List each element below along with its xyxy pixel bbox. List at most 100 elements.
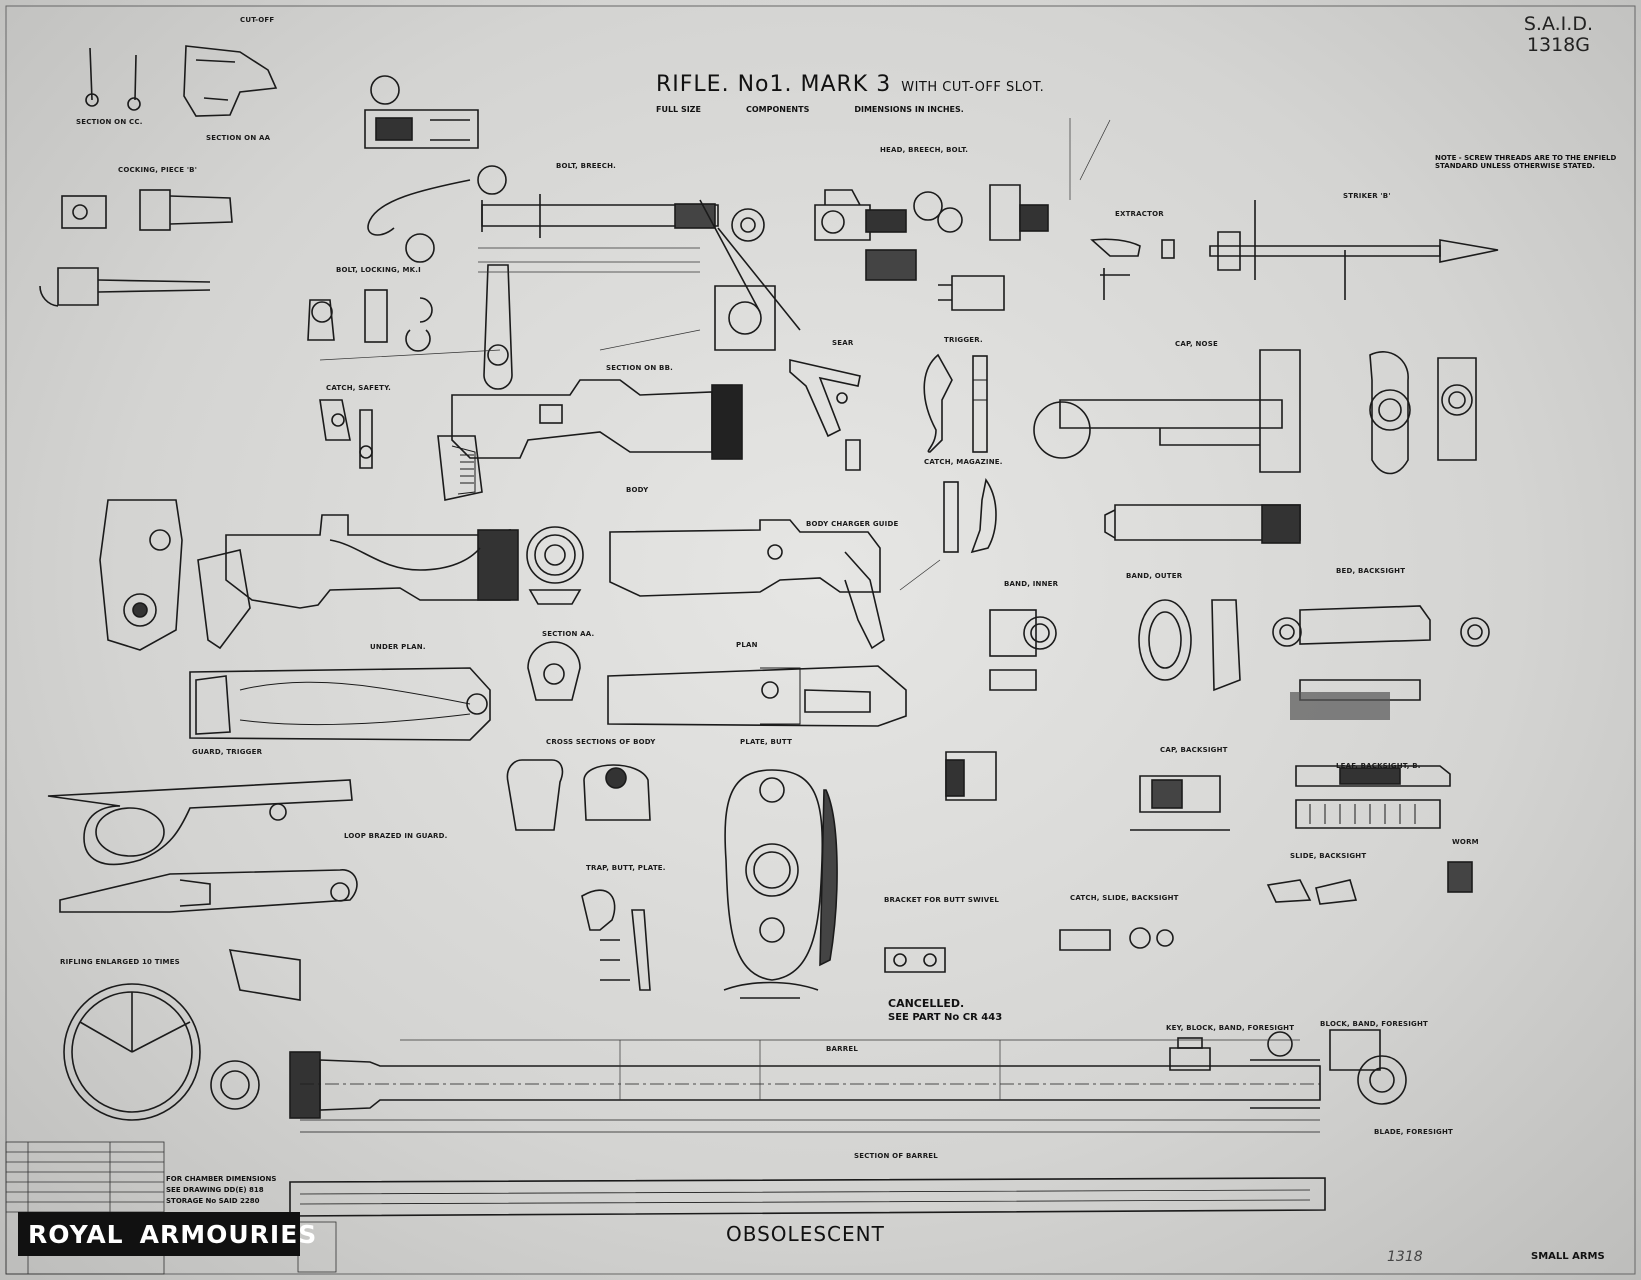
- threads-note: NOTE - SCREW THREADS ARE TO THE ENFIELD …: [1435, 154, 1617, 170]
- label-under-plan: UNDER PLAN.: [370, 643, 426, 651]
- head-breech-bolt: [814, 184, 1049, 311]
- label-plate-butt: PLATE, BUTT: [740, 738, 793, 746]
- key-block-band: [1169, 1029, 1407, 1105]
- logo-left-word: ROYAL: [28, 1219, 124, 1249]
- storage-line1: FOR CHAMBER DIMENSIONS: [166, 1175, 277, 1183]
- label-catch-slide: CATCH, SLIDE, BACKSIGHT: [1070, 894, 1179, 902]
- drawing-number-line1: S.A.I.D.: [1523, 13, 1593, 35]
- cut-off-part: [85, 45, 278, 117]
- band-inner: [989, 609, 1057, 691]
- nose-cap-front-views: [1369, 351, 1477, 475]
- label-cocking-piece: COCKING, PIECE 'B': [118, 166, 198, 174]
- label-leaf-backsight: LEAF, BACKSIGHT, B.: [1336, 762, 1421, 770]
- cap-backsight: [945, 751, 1230, 831]
- label-striker: STRIKER 'B': [1343, 192, 1391, 200]
- cancelled-line2: SEE PART No CR 443: [888, 1012, 1003, 1023]
- status-stamp: OBSOLESCENT: [726, 1222, 885, 1246]
- label-body: BODY: [626, 486, 649, 494]
- label-section-bb: SECTION ON BB.: [606, 364, 673, 372]
- barrel-profile: [210, 1051, 1321, 1133]
- bolt-breech: [481, 194, 801, 390]
- subheadings: FULL SIZE COMPONENTS DIMENSIONS IN INCHES.: [656, 105, 1009, 114]
- label-bed-backsight: BED, BACKSIGHT: [1336, 567, 1406, 575]
- label-blade-foresight: BLADE, FORESIGHT: [1374, 1128, 1454, 1136]
- drawing-title: RIFLE. No1. MARK 3 WITH CUT-OFF SLOT.: [656, 72, 1044, 97]
- drawing-number-line2: 1318G: [1526, 34, 1590, 56]
- body-plan-view: [607, 665, 907, 727]
- label-plan: PLAN: [736, 641, 758, 649]
- title-suffix: WITH CUT-OFF SLOT.: [901, 80, 1045, 95]
- label-head-breech-bolt: HEAD, BREECH, BOLT.: [880, 146, 969, 154]
- label-section-aa-top: SECTION ON AA: [206, 134, 271, 142]
- body-plan-side: [609, 519, 885, 650]
- revision-block: [5, 1141, 337, 1275]
- label-bolt-locking: BOLT, LOCKING, MK.I: [336, 266, 421, 274]
- label-trigger: TRIGGER.: [944, 336, 983, 344]
- storage-line2: SEE DRAWING DD(E) 818: [166, 1186, 264, 1194]
- section-of-barrel: [289, 1177, 1326, 1217]
- label-cap-backsight: CAP, BACKSIGHT: [1160, 746, 1228, 754]
- catch-safety: [319, 399, 373, 469]
- label-cap-nose: CAP, NOSE: [1175, 340, 1218, 348]
- label-worm: WORM: [1452, 838, 1479, 846]
- subheading-full-size: FULL SIZE: [656, 105, 701, 114]
- cocking-piece: [39, 189, 233, 307]
- label-cross-sections: CROSS SECTIONS OF BODY: [546, 738, 656, 746]
- label-section-cc: SECTION ON CC.: [76, 118, 143, 126]
- label-body-charger-guide: BODY CHARGER GUIDE: [806, 520, 899, 528]
- label-catch-magazine: CATCH, MAGAZINE.: [924, 458, 1003, 466]
- label-loop-brazed: LOOP BRAZED IN GUARD.: [344, 832, 448, 840]
- label-barrel: BARREL: [826, 1045, 858, 1053]
- leaf-backsight: [1295, 765, 1451, 829]
- section-aa-round: [526, 526, 584, 605]
- catch-magazine: [943, 478, 997, 554]
- trigger: [923, 353, 988, 453]
- sheet-reference: 1318: [1387, 1249, 1423, 1265]
- bracket-butt-swivel: [884, 927, 1174, 973]
- cancelled-note: CANCELLED. SEE PART No CR 443: [888, 997, 1002, 1025]
- label-band-inner: BAND, INNER: [1004, 580, 1059, 588]
- extractor: [1090, 238, 1175, 300]
- cap-nose: [1033, 349, 1301, 544]
- storage-line3: STORAGE No SAID 2280: [166, 1197, 260, 1205]
- label-catch-safety: CATCH, SAFETY.: [326, 384, 392, 392]
- label-key-block-band: KEY, BLOCK, BAND, FORESIGHT: [1166, 1024, 1295, 1032]
- label-section-of-barrel: SECTION OF BARREL: [854, 1152, 938, 1160]
- label-bracket: BRACKET FOR BUTT SWIVEL: [884, 896, 1000, 904]
- cocking-piece-top: [364, 75, 479, 149]
- logo-right-word: ARMOURIES: [139, 1219, 318, 1249]
- drawing-number: S.A.I.D. 1318G: [1524, 14, 1593, 56]
- under-plan: [189, 667, 491, 741]
- band-outer: [1138, 599, 1241, 692]
- label-block-band-foresight: BLOCK, BAND, FORESIGHT: [1320, 1020, 1429, 1028]
- label-slide-backsight: SLIDE, BACKSIGHT: [1290, 852, 1367, 860]
- body-side-view: [197, 514, 519, 650]
- guard-trigger: [47, 779, 358, 913]
- footer-label: SMALL ARMS: [1531, 1251, 1605, 1262]
- label-extractor: EXTRACTOR: [1115, 210, 1164, 218]
- trap-butt-plate: [581, 889, 651, 991]
- striker: [1209, 200, 1499, 300]
- slide-backsight: [1266, 861, 1473, 905]
- receiver-end-view: [99, 499, 183, 651]
- label-guard-trigger: GUARD, TRIGGER: [192, 748, 263, 756]
- body-receiver-top: [437, 379, 743, 501]
- plate-butt: [723, 769, 838, 999]
- rifling-enlarged: [63, 949, 301, 1121]
- subheading-components: COMPONENTS: [745, 105, 810, 114]
- cancelled-line1: CANCELLED.: [888, 997, 965, 1010]
- label-band-outer: BAND, OUTER: [1126, 572, 1183, 580]
- cross-sections: [506, 641, 651, 831]
- label-section-aa-mid: SECTION AA.: [542, 630, 595, 638]
- label-trap-butt-plate: TRAP, BUTT, PLATE.: [586, 864, 666, 872]
- sear: [789, 358, 861, 471]
- storage-note: FOR CHAMBER DIMENSIONS SEE DRAWING DD(E)…: [166, 1174, 276, 1207]
- title-main: RIFLE. No1. MARK 3: [656, 72, 892, 97]
- bolt-locking: [307, 165, 507, 352]
- royal-armouries-logo: ROYAL ARMOURIES: [18, 1212, 316, 1256]
- subheading-dimensions: DIMENSIONS IN INCHES.: [854, 105, 964, 114]
- bed-backsight: [1272, 605, 1490, 720]
- label-bolt-breech: BOLT, BREECH.: [556, 162, 617, 170]
